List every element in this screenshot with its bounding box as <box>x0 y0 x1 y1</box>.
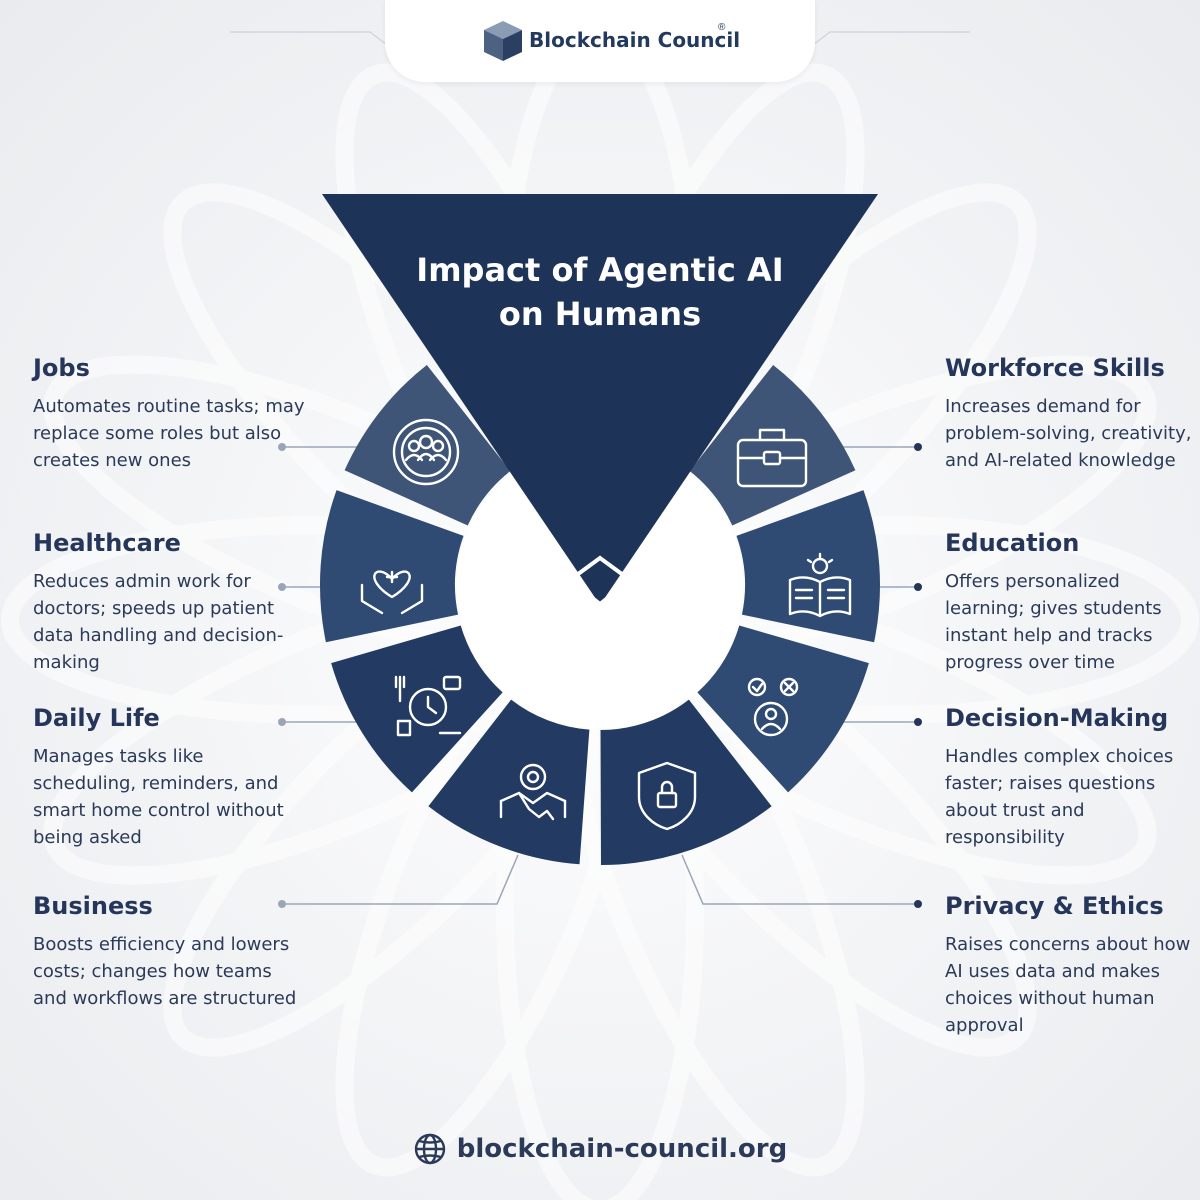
item-privacy-ethics: Privacy & Ethics Raises concerns about h… <box>945 891 1200 1039</box>
registered-mark: ® <box>718 22 726 33</box>
daily-life-heading: Daily Life <box>33 704 160 732</box>
connector-dot <box>914 443 922 451</box>
segment-daily-life <box>331 625 503 793</box>
connector-dot <box>278 443 286 451</box>
brand-name: Blockchain Council <box>529 28 741 52</box>
globe-icon <box>414 1133 445 1165</box>
person-choice-icon <box>747 677 799 737</box>
healthcare-text: Reduces admin work for doctors; speeds u… <box>33 571 284 673</box>
item-business: Business Boosts efficiency and lowers co… <box>33 891 308 1012</box>
heart-hands-icon <box>360 570 424 615</box>
healthcare-heading: Healthcare <box>33 529 181 557</box>
jobs-text: Automates routine tasks; may replace som… <box>33 396 305 471</box>
workforce-skills-text: Increases demand for problem-solving, cr… <box>945 396 1192 471</box>
business-text: Boosts efficiency and lowers costs; chan… <box>33 934 297 1009</box>
connector-dot <box>914 900 922 908</box>
item-jobs: Jobs Automates routine tasks; may replac… <box>33 353 308 474</box>
connector-dot <box>278 718 286 726</box>
decision-making-heading: Decision-Making <box>945 704 1169 732</box>
jobs-heading: Jobs <box>33 354 90 382</box>
briefcase-icon <box>736 428 808 488</box>
logo-cube-icon <box>484 21 522 61</box>
page-title: Impact of Agentic AI on Humans <box>400 248 800 336</box>
item-education: Education Offers personalized learning; … <box>945 528 1200 676</box>
segment-jobs <box>344 364 511 526</box>
clock-tasks-icon <box>394 675 462 737</box>
item-healthcare: Healthcare Reduces admin work for doctor… <box>33 528 308 676</box>
footer-url[interactable]: blockchain-council.org <box>456 1134 788 1164</box>
education-text: Offers personalized learning; gives stud… <box>945 571 1162 673</box>
business-heading: Business <box>33 892 153 920</box>
footer: blockchain-council.org <box>0 1132 1200 1171</box>
education-heading: Education <box>945 529 1080 557</box>
privacy-ethics-text: Raises concerns about how AI uses data a… <box>945 934 1191 1036</box>
logo-tab <box>385 0 815 82</box>
daily-life-text: Manages tasks like scheduling, reminders… <box>33 746 284 848</box>
book-lightbulb-icon <box>788 552 852 618</box>
privacy-ethics-heading: Privacy & Ethics <box>945 892 1164 920</box>
handshake-gear-icon <box>499 763 567 821</box>
shield-lock-icon <box>637 761 697 831</box>
segment-business <box>428 699 590 865</box>
item-daily-life: Daily Life Manages tasks like scheduling… <box>33 703 308 851</box>
connector-dot <box>278 583 286 591</box>
title-triangle <box>322 194 878 605</box>
triangle-tip-marker <box>566 555 634 607</box>
connector-dot <box>914 718 922 726</box>
segment-privacy-ethics <box>600 699 772 865</box>
connector-privacy-ethics <box>681 854 918 905</box>
team-gear-icon <box>392 418 460 486</box>
workforce-skills-heading: Workforce Skills <box>945 354 1165 382</box>
connector-dot <box>278 900 286 908</box>
segment-education <box>736 490 880 643</box>
decision-making-text: Handles complex choices faster; raises q… <box>945 746 1174 848</box>
item-decision-making: Decision-Making Handles complex choices … <box>945 703 1200 851</box>
connector-dot <box>914 583 922 591</box>
item-workforce-skills: Workforce Skills Increases demand for pr… <box>945 353 1200 474</box>
segment-healthcare <box>320 490 464 643</box>
segment-workforce-skills <box>689 364 856 526</box>
title-line-2: on Humans <box>498 295 702 333</box>
connector-business <box>282 854 519 905</box>
title-line-1: Impact of Agentic AI <box>416 251 784 289</box>
